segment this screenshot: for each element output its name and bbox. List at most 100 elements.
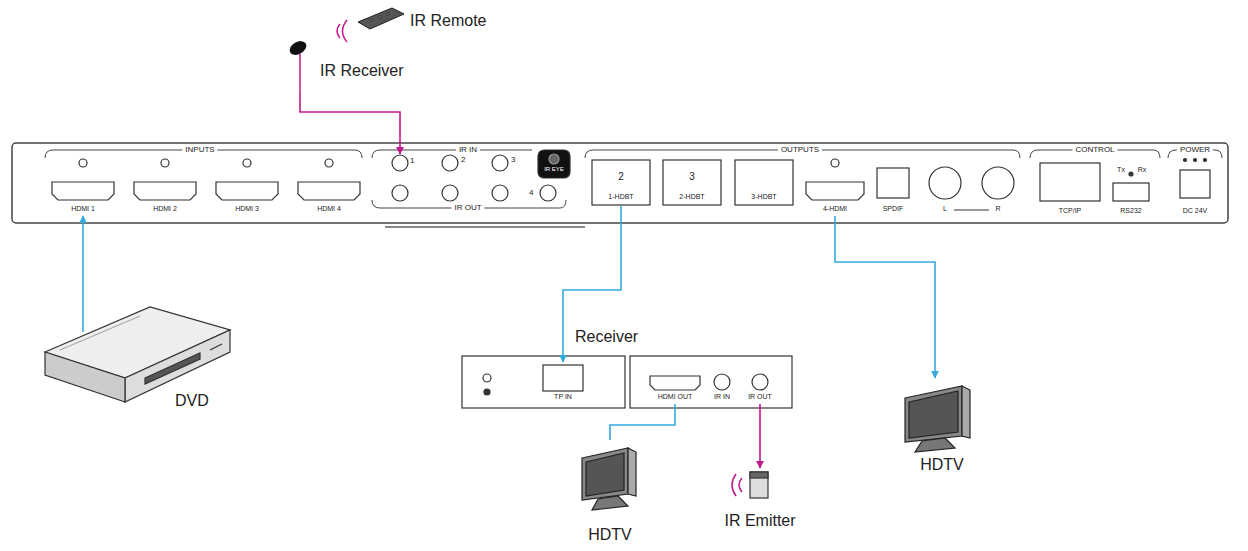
node-label: IR IN bbox=[456, 145, 480, 154]
ir-receiver: IR Receiver bbox=[286, 36, 446, 94]
audio-port bbox=[877, 167, 1014, 210]
hdbt-output: 21-HDBT bbox=[592, 158, 650, 206]
node-label: HDMI OUT bbox=[658, 393, 693, 401]
ir-jack bbox=[442, 155, 458, 171]
port-group: INPUTSHDMI 1HDMI 2HDMI 3HDMI 4 bbox=[44, 144, 364, 218]
ir-remote bbox=[358, 8, 404, 29]
receiver-box bbox=[483, 374, 491, 382]
receiver-box bbox=[714, 374, 730, 390]
node-label: CONTROL bbox=[1072, 145, 1117, 154]
receiver-box bbox=[630, 356, 792, 408]
receiver-box bbox=[650, 376, 700, 390]
port-label: RS232 bbox=[1120, 207, 1141, 215]
dvd-player: DVD bbox=[40, 332, 235, 412]
node-label: Receiver bbox=[575, 328, 638, 346]
node-label: HDMI 3 bbox=[235, 205, 259, 213]
control-port bbox=[1113, 183, 1149, 201]
ir-jack bbox=[540, 185, 556, 201]
hdmi-port bbox=[161, 159, 169, 167]
dvd-player bbox=[45, 352, 125, 402]
port-label: 4 bbox=[529, 188, 533, 197]
receiver-box bbox=[462, 356, 625, 408]
node-label: IR Emitter bbox=[724, 512, 795, 530]
audio-port bbox=[982, 167, 1014, 199]
node-label: DVD bbox=[175, 392, 209, 410]
ir-signal bbox=[343, 20, 348, 42]
ir-jack bbox=[392, 150, 570, 201]
node-label: HDTV bbox=[588, 526, 632, 544]
ir-out-jack: IR OUT bbox=[742, 372, 778, 404]
hdmi-input: HDMI 1 bbox=[50, 158, 116, 216]
hdbt-output: 32-HDBT bbox=[663, 158, 721, 206]
control-port bbox=[1180, 170, 1210, 198]
hdtv bbox=[582, 448, 628, 500]
node-label: IR OUT bbox=[748, 393, 772, 401]
switcher-panel bbox=[385, 226, 585, 228]
hdmi-input: HDMI 2 bbox=[132, 158, 198, 216]
port-label: 2 bbox=[461, 155, 465, 164]
port-label: Rx bbox=[1138, 166, 1147, 174]
node-label: 3-HDBT bbox=[751, 193, 776, 201]
port-label: R bbox=[995, 205, 1000, 213]
audio-port bbox=[954, 210, 989, 211]
ir-signal bbox=[732, 474, 736, 496]
ir-emitter: IR Emitter bbox=[700, 468, 820, 538]
ir-cable bbox=[759, 404, 761, 468]
hdtv: HDTV bbox=[895, 378, 990, 478]
switcher-panel bbox=[12, 143, 1228, 223]
control-port bbox=[1184, 159, 1187, 162]
hdmi-port bbox=[79, 159, 87, 167]
hdmi-input: HDMI 3 bbox=[214, 158, 280, 216]
node-label: IR Receiver bbox=[320, 62, 404, 80]
hdmi-cable bbox=[835, 216, 935, 378]
node-label: 1 bbox=[410, 156, 414, 165]
node-label: HDMI 1 bbox=[71, 205, 95, 213]
hdmi-cable bbox=[610, 404, 675, 440]
hdtv bbox=[628, 448, 636, 496]
ir-jack bbox=[492, 155, 508, 171]
node-label: IR Remote bbox=[410, 12, 486, 30]
ir-emitter bbox=[750, 472, 768, 498]
audio-port bbox=[929, 167, 961, 199]
port-group: POWER bbox=[1166, 144, 1224, 218]
ir-jack bbox=[492, 185, 508, 201]
ir-signal bbox=[739, 478, 742, 492]
node-label: TP IN bbox=[554, 393, 572, 401]
hdmi-out-port: HDMI OUT bbox=[645, 372, 705, 404]
switcher-panel bbox=[12, 143, 1228, 227]
ir-remote bbox=[371, 19, 373, 21]
port-group: OUTPUTS21-HDBT32-HDBT3-HDBT4-HDMI bbox=[583, 144, 1023, 219]
ir-eye: IR EYE bbox=[538, 150, 570, 178]
receiver-box bbox=[543, 365, 583, 391]
ir-remote bbox=[387, 13, 389, 15]
ir-signal bbox=[337, 20, 742, 496]
hdtv bbox=[586, 453, 624, 496]
dvd-player bbox=[125, 330, 230, 402]
port-label: L bbox=[943, 205, 947, 213]
node-label: OUTPUTS bbox=[778, 145, 822, 154]
ir-receiver bbox=[299, 54, 301, 94]
ir-emitter bbox=[750, 472, 768, 498]
receiver-box: Receiver TP IN HDMI OUT IR OUT bbox=[460, 326, 800, 412]
ir-jack bbox=[549, 154, 559, 164]
hdmi-port bbox=[52, 182, 114, 200]
control-port bbox=[1194, 159, 1197, 162]
ir-jack bbox=[392, 185, 408, 201]
ir-receiver bbox=[287, 38, 309, 57]
control-port bbox=[1129, 172, 1133, 176]
hdtv bbox=[592, 496, 628, 510]
dvd-player bbox=[45, 307, 230, 402]
hdtv bbox=[909, 391, 958, 438]
receiver-box bbox=[484, 389, 490, 395]
node-label: 2 bbox=[618, 171, 624, 183]
hdtv bbox=[962, 386, 970, 438]
ir-jack bbox=[538, 150, 570, 178]
hdmi-port bbox=[216, 182, 278, 200]
hdmi-port bbox=[298, 182, 360, 200]
node-label: POWER bbox=[1177, 145, 1213, 154]
ir-jack: 1 bbox=[390, 154, 420, 174]
port-label: SPDIF bbox=[883, 205, 904, 213]
hdbt-port bbox=[735, 160, 793, 205]
node-sublabel: 2-HDBT bbox=[679, 193, 704, 201]
